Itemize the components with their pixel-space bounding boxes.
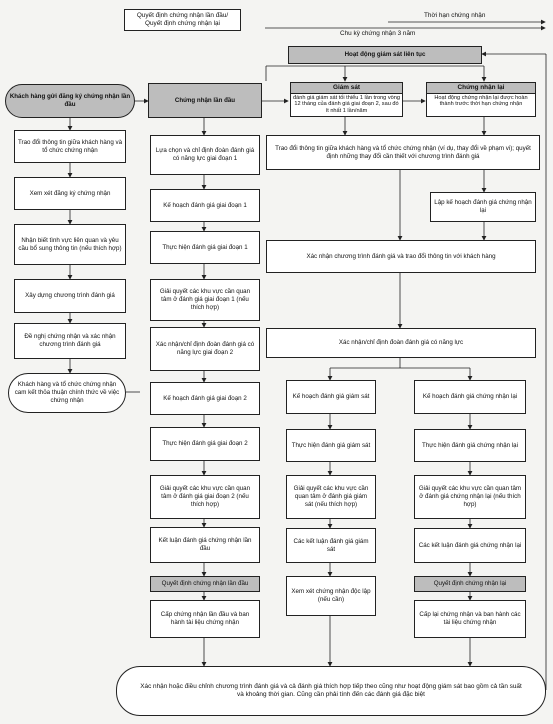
recert-box: Chứng nhận lại Hoạt động chứng nhận lại … [426, 82, 536, 117]
col2-step-4: Giải quyết các khu vực cần quan tâm ở đá… [150, 279, 260, 321]
recert-note: Hoạt động chứng nhận lại được hoàn thành… [434, 95, 528, 108]
bottom-confirm-box: Xác nhận hoặc điều chỉnh chương trình đá… [116, 666, 546, 716]
recert-title: Chứng nhận lại [427, 83, 535, 94]
legend-recert-decision: Quyết định chứng nhận lại [145, 20, 220, 27]
col3-step-3: Giải quyết các khu vực cần quan tâm ở đá… [286, 475, 376, 519]
col2-step-3: Thực hiện đánh giá giai đoạn 1 [150, 231, 260, 264]
surveillance-box: Giám sát đánh giá giám sát tối thiểu 1 l… [290, 82, 403, 117]
col2-step-8: Giải quyết các khu vực cần quan tâm ở đá… [150, 475, 260, 519]
col1-step-4: Xây dựng chương trình đánh giá [14, 279, 126, 313]
surveillance-note: đánh giá giám sát tối thiểu 1 lần trong … [293, 95, 400, 114]
col2-step-5: Xác nhận/chỉ định đoàn đánh giá có năng … [150, 327, 260, 371]
exchange-box: Trao đổi thông tin giữa khách hàng và tổ… [266, 135, 540, 170]
initial-decision-box: Quyết định chứng nhận lần đầu [150, 576, 260, 592]
col2-step-7: Thực hiện đánh giá giai đoạn 2 [150, 427, 260, 461]
col4-step-1: Kế hoạch đánh giá chứng nhận lại [414, 380, 526, 414]
col1-step-3: Nhận biết tình vực liên quan và yêu cầu … [14, 224, 126, 265]
col3-step-1: Kế hoạch đánh giá giám sát [286, 380, 376, 414]
col3-step-5: Xem xét chứng nhận độc lập (nếu cần) [286, 576, 376, 616]
legend-cycle: Chu kỳ chứng nhận 3 năm [340, 30, 416, 37]
application-box: Khách hàng gửi đăng ký chứng nhận lần đầ… [5, 84, 135, 118]
col1-step-1: Trao đổi thông tin giữa khách hàng và tổ… [14, 130, 126, 163]
initial-cert-box: Chứng nhận lần đầu [148, 83, 262, 118]
col2-step-2: Kế hoạch đánh giá giai đoạn 1 [150, 189, 260, 222]
col4-step-6: Cấp lại chứng nhận và ban hành các tài l… [414, 600, 526, 638]
col4-step-4: Các kết luận đánh giá chứng nhận lại [414, 528, 526, 563]
col3-step-4: Các kết luận đánh giá giám sát [286, 528, 376, 563]
col1-step-2: Xem xét đăng ký chứng nhận [14, 177, 126, 210]
confirm-program-box: Xác nhận chương trình đánh giá và trao đ… [266, 240, 536, 273]
legend-initial-decision: Quyết định chứng nhận lần đầu/ [136, 12, 229, 19]
col1-step-6: Khách hàng và tổ chức chứng nhận cam kết… [8, 373, 126, 413]
legend-validity: Thời hạn chứng nhận [424, 12, 486, 19]
col3-step-2: Thực hiện đánh giá giám sát [286, 429, 376, 462]
surveillance-title: Giám sát [291, 83, 402, 94]
col2-step-6: Kế hoạch đánh giá giai đoạn 2 [150, 382, 260, 415]
col2-step-9: Kết luận đánh giá chứng nhận lần đầu [150, 527, 260, 563]
legend-decision-box: Quyết định chứng nhận lần đầu/ Quyết địn… [124, 9, 241, 31]
surveillance-activities-box: Hoạt động giám sát liên tục [288, 46, 482, 64]
col2-step-11: Cấp chứng nhận lần đầu và ban hành tài l… [150, 600, 260, 638]
recert-plan-box: Lập kế hoạch đánh giá chứng nhận lại [430, 192, 536, 222]
recert-decision-box: Quyết định chứng nhận lại [414, 576, 526, 592]
col1-step-5: Đề nghị chứng nhận và xác nhận chương tr… [14, 323, 126, 359]
confirm-team-box: Xác nhận/chỉ định đoàn đánh giá có năng … [266, 328, 536, 358]
col4-step-3: Giải quyết các khu vực cần quan tâm ở đá… [414, 475, 526, 519]
col4-step-2: Thực hiện đánh giá chứng nhận lại [414, 429, 526, 462]
col2-step-1: Lựa chọn và chỉ định đoàn đánh giá có nă… [150, 135, 260, 175]
